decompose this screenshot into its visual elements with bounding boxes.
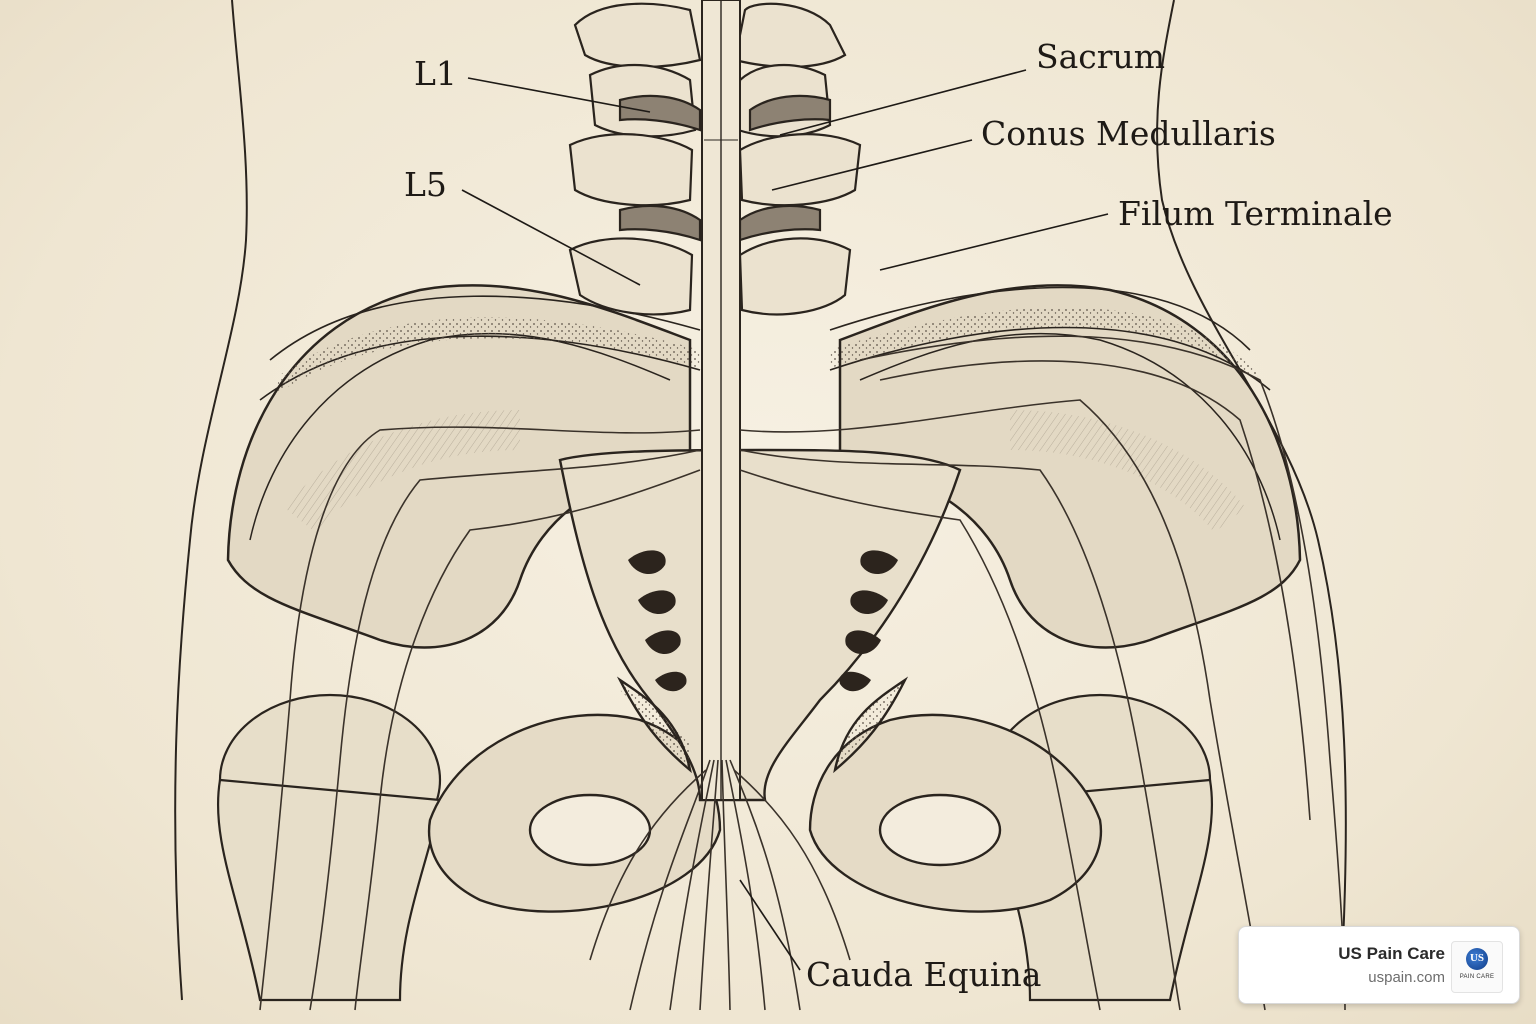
leader-lines bbox=[461, 69, 1109, 971]
nerve-fibers bbox=[259, 335, 1346, 1011]
label-conus-medullaris: Conus Medullaris bbox=[981, 114, 1276, 153]
iliac-wings bbox=[226, 284, 1302, 649]
brand-url[interactable]: uspain.com bbox=[1368, 969, 1445, 986]
pubic-ring bbox=[427, 713, 1103, 913]
brand-logo: US PAIN CARE bbox=[1451, 941, 1503, 993]
label-sacrum: Sacrum bbox=[1036, 37, 1166, 76]
spinal-cord bbox=[701, 0, 741, 801]
brand-badge[interactable]: US Pain Care uspain.com US PAIN CARE bbox=[1238, 926, 1520, 1004]
sacrum-bone bbox=[558, 448, 962, 802]
label-l5: L5 bbox=[404, 165, 447, 204]
logo-circle-icon: US bbox=[1466, 948, 1488, 970]
tissue-band bbox=[259, 286, 1271, 401]
brand-name: US Pain Care bbox=[1338, 944, 1445, 963]
label-cauda-equina: Cauda Equina bbox=[806, 955, 1042, 994]
lumbar-vertebrae bbox=[568, 2, 862, 316]
label-l1: L1 bbox=[414, 54, 457, 93]
logo-mark: US bbox=[1469, 952, 1485, 964]
logo-text: PAIN CARE bbox=[1459, 974, 1495, 980]
label-filum-terminale: Filum Terminale bbox=[1118, 194, 1393, 233]
